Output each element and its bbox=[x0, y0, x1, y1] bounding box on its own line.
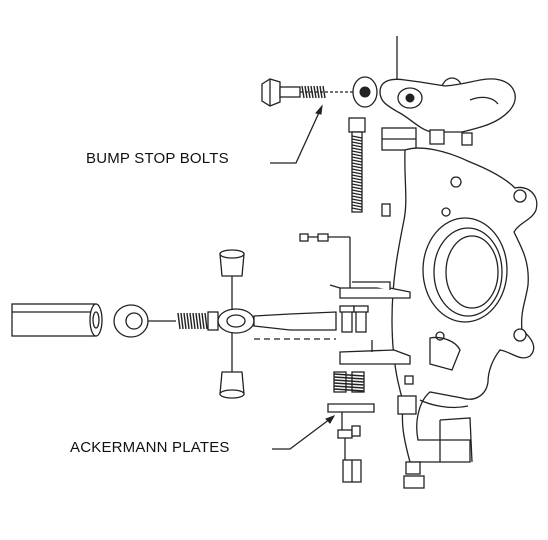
ackermann-plate-stack bbox=[327, 403, 375, 483]
upper-bolt bbox=[261, 78, 357, 107]
plate-bolts-upper bbox=[339, 305, 369, 333]
upper-ackermann-plate bbox=[329, 281, 411, 299]
bump-stop-arrow bbox=[315, 104, 323, 115]
top-nut-left bbox=[352, 76, 378, 108]
bump-stop-leader bbox=[270, 105, 323, 164]
small-fitting-upper bbox=[299, 233, 351, 290]
spacer-top bbox=[219, 249, 245, 310]
spacer-bottom bbox=[219, 332, 245, 399]
ackermann-arrow bbox=[325, 415, 336, 424]
bump-stop-bolts-label: BUMP STOP BOLTS bbox=[86, 150, 229, 167]
lower-knuckle-clamp bbox=[397, 375, 425, 489]
vertical-bolt-top bbox=[348, 117, 366, 213]
ackermann-plates-label: ACKERMANN PLATES bbox=[70, 439, 230, 456]
ackermann-leader bbox=[272, 415, 335, 450]
upper-spacer bbox=[381, 127, 417, 217]
rod-end bbox=[177, 308, 337, 340]
knuckle-upper-arm bbox=[379, 78, 516, 146]
lower-bolts bbox=[333, 371, 365, 393]
jam-nut bbox=[113, 304, 176, 338]
steering-knuckle-body bbox=[391, 147, 538, 463]
lower-ackermann-plate bbox=[339, 340, 411, 365]
tie-rod-end bbox=[11, 303, 103, 337]
